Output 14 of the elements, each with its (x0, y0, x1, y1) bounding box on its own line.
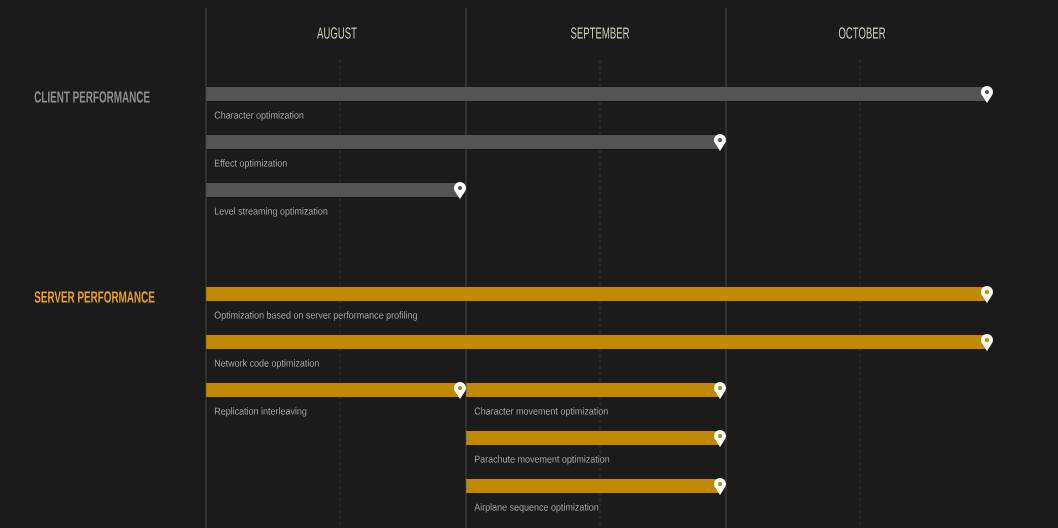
task-label: Level streaming optimization (214, 207, 328, 217)
task-label: Airplane sequence optimization (474, 503, 599, 513)
task-label: Character movement optimization (474, 407, 608, 417)
task-label: Network code optimization (214, 359, 319, 369)
task-label: Effect optimization (214, 159, 287, 169)
month-heading: AUGUST (317, 27, 357, 39)
task-label: Parachute movement optimization (474, 455, 610, 465)
task-label: Replication interleaving (214, 407, 307, 417)
task-label: Character optimization (214, 111, 304, 121)
group-heading: SERVER PERFORMANCE (34, 291, 155, 303)
month-heading: SEPTEMBER (570, 27, 630, 39)
task-label: Optimization based on server performance profiling (214, 311, 417, 321)
group-heading: CLIENT PERFORMANCE (34, 91, 150, 103)
month-heading: OCTOBER (838, 27, 886, 39)
